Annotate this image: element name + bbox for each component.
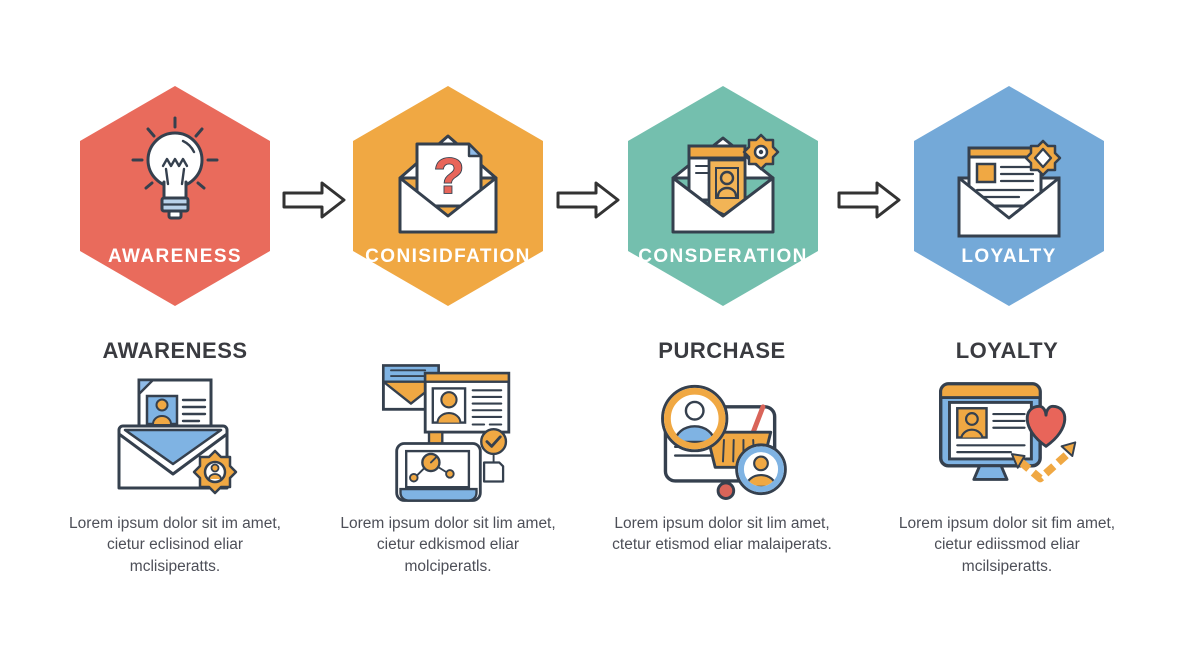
envelope-newsletter-badge-icon [914, 128, 1104, 242]
stage-label: CONSDERATION [638, 246, 808, 267]
detail-heading: LOYALTY [955, 338, 1059, 363]
detail-description: Lorem ipsum dolor sit im amet, cietur ec… [69, 515, 281, 575]
right-arrow-icon [556, 180, 620, 220]
email-profile-gear-icon [50, 374, 300, 504]
detail-awareness: AWARENESS [50, 330, 300, 590]
detail-loyalty: LOYALTY [882, 330, 1132, 590]
right-arrow-icon [837, 180, 901, 220]
detail-description: Lorem ipsum dolor sit lim amet, ctetur e… [612, 515, 832, 554]
detail-heading: AWARENESS [102, 338, 248, 363]
detail-engagement: Lorem ipsum dolor sit lim amet, cietur e… [323, 330, 573, 590]
stage-awareness-hexagon: AWARENESS [80, 86, 270, 306]
stage-loyalty-hexagon: LOYALTY [914, 86, 1104, 306]
stage-consideration2-hexagon: CONSDERATION [628, 86, 818, 306]
detail-purchase: PURCHASE [597, 330, 847, 590]
shopping-basket-users-icon [597, 372, 847, 507]
right-arrow-icon [282, 180, 346, 220]
stage-label: LOYALTY [961, 246, 1057, 267]
monitor-heart-growth-icon [882, 374, 1132, 501]
open-envelope-documents-gear-icon [628, 124, 818, 238]
detail-description: Lorem ipsum dolor sit lim amet, cietur e… [340, 515, 556, 575]
open-envelope-question-icon: ? [353, 126, 543, 238]
lightbulb-icon [80, 114, 270, 238]
svg-text:?: ? [434, 148, 465, 204]
detail-description: Lorem ipsum dolor sit fim amet, cietur e… [898, 515, 1116, 575]
stage-consideration-hexagon: ? CONISIDFATION [353, 86, 543, 306]
detail-heading: PURCHASE [658, 338, 786, 363]
stage-label: CONISIDFATION [365, 246, 531, 267]
email-analytics-check-icon [323, 358, 573, 510]
stage-label: AWARENESS [107, 246, 242, 267]
